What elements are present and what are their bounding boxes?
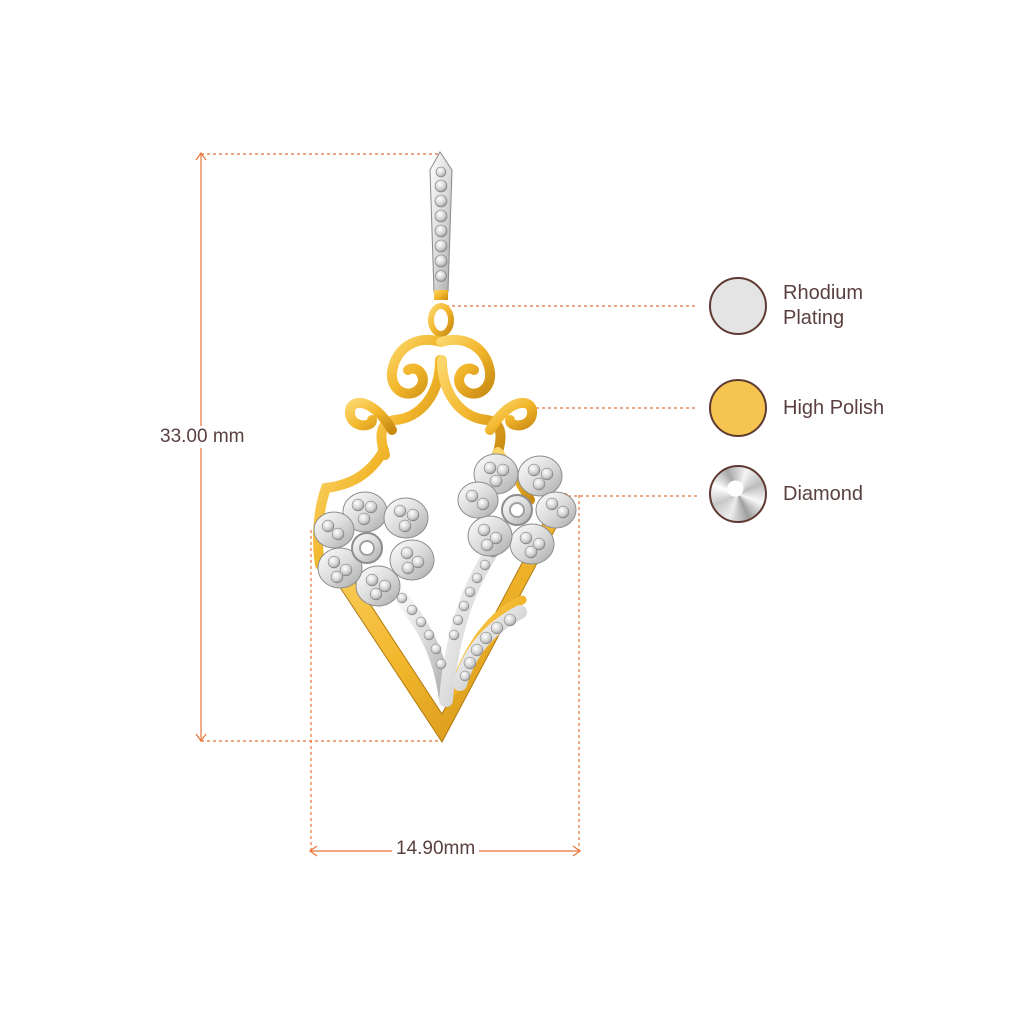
legend-label-high-polish: High Polish: [783, 396, 885, 419]
legend-leader-lines: [446, 305, 698, 497]
legend-item-rhodium: Rhodium Plating: [709, 277, 923, 335]
diamond-swatch-icon: [709, 465, 767, 523]
left-flower: [313, 491, 435, 607]
pendant-bail: [428, 151, 454, 337]
rhodium-swatch-icon: [709, 277, 767, 335]
legend-label-diamond: Diamond: [783, 482, 864, 505]
legend-label-rhodium: Rhodium Plating: [783, 282, 864, 329]
width-dimension-label: 14.90mm: [392, 838, 480, 860]
gold-scroll-frame: [313, 334, 537, 570]
right-flower: [457, 453, 577, 565]
legend-item-high-polish: High Polish: [709, 379, 923, 437]
high-polish-swatch-icon: [709, 379, 767, 437]
height-dimension-label: 33.00 mm: [158, 426, 247, 448]
legend-item-diamond: Diamond: [709, 465, 923, 523]
